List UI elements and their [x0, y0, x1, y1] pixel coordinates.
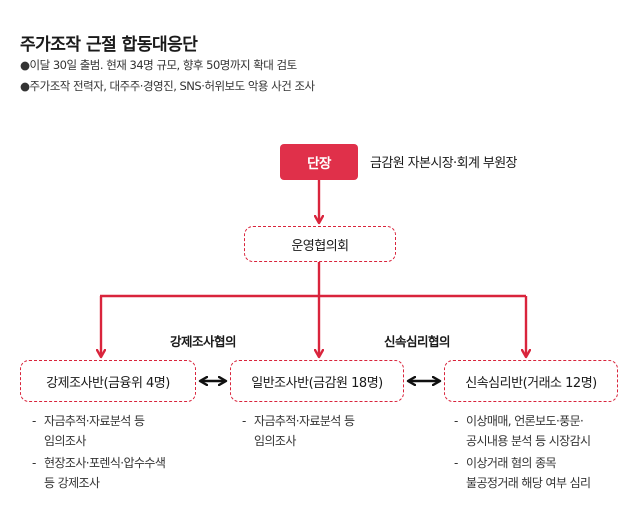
duty-item: 자금추적·자료분석 등 임의조사: [240, 411, 430, 451]
rapid-review-team-duties: 이상매매, 언론보도·풍문· 공시내용 분석 등 시장감시 이상거래 혐의 종목…: [452, 411, 638, 495]
page-title: 주가조작 근절 합동대응단: [20, 35, 198, 55]
operating-council-box: 운영협의회: [244, 226, 396, 262]
director-description: 금감원 자본시장·회계 부원장: [370, 156, 518, 171]
summary-bullet-launch: ●이달 30일 출범. 현재 34명 규모, 향후 50명까지 확대 검토: [20, 58, 297, 72]
rapid-review-council-label: 신속심리협의: [384, 334, 451, 349]
duty-item: 자금추적·자료분석 등 임의조사: [30, 411, 230, 451]
duty-item: 현장조사·포렌식·압수수색 등 강제조사: [30, 453, 230, 493]
director-box: 단장: [280, 144, 358, 180]
enforcement-council-label: 강제조사협의: [170, 334, 237, 349]
enforcement-team-duties: 자금추적·자료분석 등 임의조사 현장조사·포렌식·압수수색 등 강제조사: [30, 411, 230, 495]
duty-item: 이상매매, 언론보도·풍문· 공시내용 분석 등 시장감시: [452, 411, 638, 451]
summary-bullet-scope: ●주가조작 전력자, 대주주·경영진, SNS·허위보도 악용 사건 조사: [20, 79, 315, 93]
duty-item: 이상거래 혐의 종목 불공정거래 해당 여부 심리: [452, 453, 638, 493]
general-team-duties: 자금추적·자료분석 등 임의조사: [240, 411, 430, 453]
general-investigation-team-box: 일반조사반(금감원 18명): [230, 360, 404, 402]
rapid-review-team-box: 신속심리반(거래소 12명): [444, 360, 618, 402]
enforcement-team-box: 강제조사반(금융위 4명): [20, 360, 196, 402]
